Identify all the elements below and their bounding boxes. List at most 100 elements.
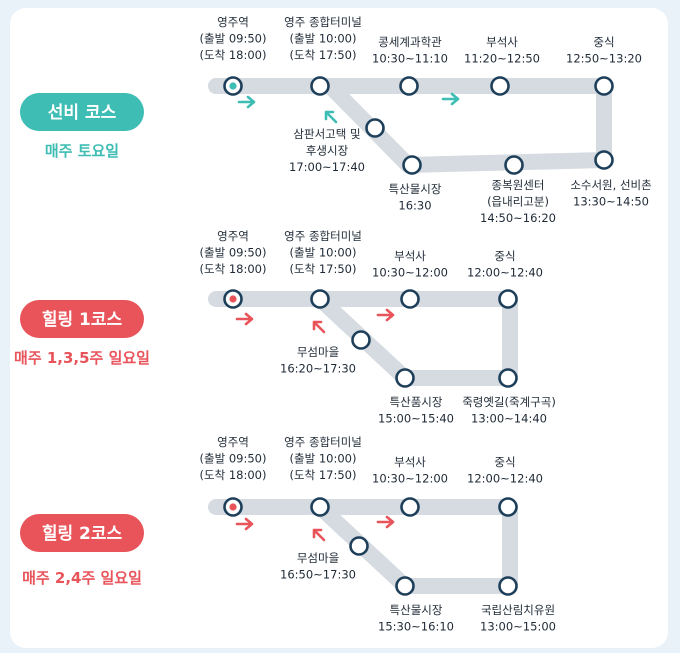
direction-arrow-icon [237, 95, 256, 109]
stop-label: 부석사 [486, 35, 518, 49]
stop-node [402, 155, 422, 175]
direction-arrow-icon [376, 308, 395, 322]
stop-label: 죽령옛길(죽계구곡) [462, 395, 556, 409]
stop-label: 국립산림치유원 [481, 603, 555, 617]
stop-label: (출발 10:00) [290, 246, 357, 260]
stop-node [594, 150, 614, 170]
direction-arrow-icon [235, 517, 254, 531]
stop-node [365, 118, 385, 138]
course-pill [20, 300, 144, 338]
stop-label: (도착 18:00) [200, 468, 267, 482]
stop-label: 무섬마을 [297, 551, 339, 565]
start-marker [229, 82, 237, 90]
course-name: 선비 코스 [48, 103, 117, 123]
stop-node [594, 76, 614, 96]
stop-node [310, 497, 330, 517]
stop-label: 종복원센터 [492, 178, 545, 192]
stop-label: 콩세계과학관 [378, 35, 442, 49]
stop-node [504, 155, 524, 175]
stop-node [310, 76, 330, 96]
stop-node [351, 330, 371, 350]
stop-label: 중식 [593, 35, 614, 49]
stop-label: (도착 17:50) [290, 468, 357, 482]
stop-label: 16:20~17:30 [280, 362, 356, 376]
stop-label: (출발 09:50) [200, 452, 267, 466]
direction-arrow-icon [376, 515, 395, 529]
stop-node [400, 497, 420, 517]
stop-label: 무섬마을 [297, 345, 339, 359]
stop-node [498, 368, 518, 388]
stop-label: 소수서원, 선비촌 [570, 178, 651, 192]
stop-node [395, 576, 415, 596]
stop-label: 13:00~15:00 [480, 620, 556, 634]
stop-label: 영주 종합터미널 [284, 15, 362, 29]
direction-arrow-icon [312, 320, 326, 334]
stop-label: (도착 17:50) [290, 262, 357, 276]
stop-label: 12:00~12:40 [467, 472, 543, 486]
stop-label: 특산물시장 [390, 603, 443, 617]
stop-label: (읍내리고분) [487, 195, 549, 209]
course-schedule: 매주 2,4주 일요일 [22, 569, 142, 587]
stop-label: 중식 [494, 455, 515, 469]
course-name: 힐링 1코스 [42, 309, 123, 330]
course-pill [20, 514, 144, 552]
stop-label: (출발 09:50) [200, 246, 267, 260]
stop-node [498, 289, 518, 309]
course-schedule: 매주 1,3,5주 일요일 [14, 349, 150, 367]
stop-label: 10:30~12:00 [372, 266, 448, 280]
direction-arrow-icon [441, 92, 460, 106]
stop-label: 16:50~17:30 [280, 568, 356, 582]
stop-label: (도착 17:50) [290, 48, 357, 62]
stop-node [310, 289, 330, 309]
stop-label: (출발 10:00) [290, 452, 357, 466]
stop-label: 17:00~17:40 [289, 160, 365, 174]
stop-label: 13:30~14:50 [573, 195, 649, 209]
stop-label: 특산물시장 [389, 182, 442, 196]
stop-label: 15:00~15:40 [378, 412, 454, 426]
stop-node [400, 289, 420, 309]
stop-node [498, 576, 518, 596]
stop-label: 14:50~16:20 [480, 211, 556, 225]
stop-label: 후생시장 [306, 144, 349, 158]
course-name: 힐링 2코스 [42, 523, 123, 544]
stop-label: 13:00~14:40 [471, 412, 547, 426]
stop-node [349, 536, 369, 556]
stop-label: (출발 10:00) [290, 32, 357, 46]
stop-label: 영주역 [217, 435, 249, 449]
direction-arrow-icon [312, 528, 326, 542]
start-marker [229, 503, 237, 511]
stop-label: 15:30~16:10 [378, 620, 454, 634]
stop-label: 16:30 [398, 199, 431, 213]
stop-label: 10:30~12:00 [372, 472, 448, 486]
stop-label: 12:00~12:40 [467, 266, 543, 280]
stop-node [399, 76, 419, 96]
course-pill [20, 93, 144, 131]
stop-label: (출발 09:50) [200, 32, 267, 46]
stop-label: 삼판서고택 및 [293, 127, 360, 141]
start-marker [229, 295, 237, 303]
stop-node [395, 368, 415, 388]
stop-label: 11:20~12:50 [464, 52, 540, 66]
stop-label: 부석사 [394, 249, 426, 263]
course-schedule: 매주 토요일 [45, 142, 119, 160]
direction-arrow-icon [324, 110, 338, 124]
stop-node [498, 497, 518, 517]
stop-label: 영주 종합터미널 [284, 435, 362, 449]
stop-label: 부석사 [394, 455, 426, 469]
stop-label: (도착 18:00) [200, 262, 267, 276]
stop-label: 영주역 [217, 229, 249, 243]
stop-label: 10:30~11:10 [372, 52, 448, 66]
stop-label: 영주 종합터미널 [284, 229, 362, 243]
stop-label: 12:50~13:20 [566, 52, 642, 66]
route-track [208, 78, 612, 173]
stop-label: 영주역 [217, 15, 249, 29]
stop-label: (도착 18:00) [200, 48, 267, 62]
stop-label: 중식 [494, 249, 515, 263]
stop-node [490, 76, 510, 96]
direction-arrow-icon [235, 312, 254, 326]
stop-label: 특산품시장 [390, 395, 443, 409]
